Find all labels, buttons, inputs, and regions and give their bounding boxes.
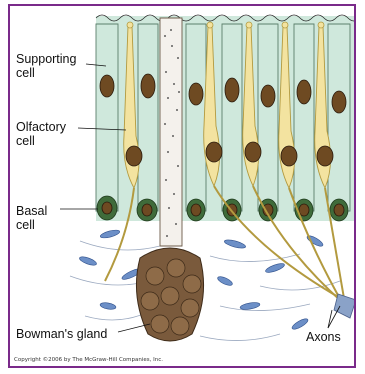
label-bowmans-gland: Bowman's gland xyxy=(16,327,107,341)
label-supporting-cell: Supporting cell xyxy=(16,52,76,80)
gland-duct xyxy=(160,18,182,246)
label-axons: Axons xyxy=(306,330,341,344)
label-olfactory-cell: Olfactory cell xyxy=(16,120,66,148)
figure-frame: Supporting cell Olfactory cell Basal cel… xyxy=(8,4,356,368)
copyright-notice: Copyright ©2006 by The McGraw-Hill Compa… xyxy=(14,357,163,363)
label-basal-cell: Basal cell xyxy=(16,204,47,232)
